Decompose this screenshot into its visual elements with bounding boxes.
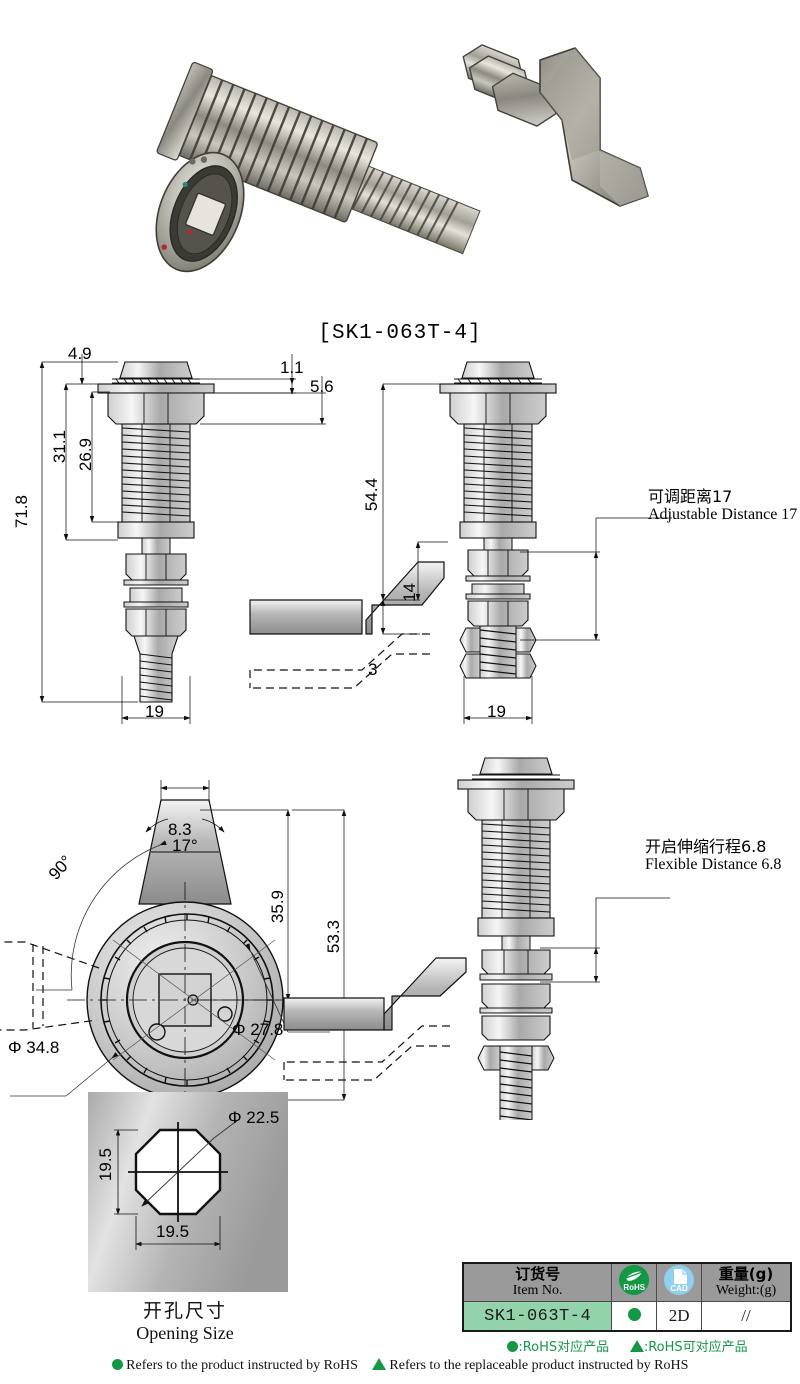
rohs-icon-label: RoHS [623,1283,646,1292]
dim-26-9: 26.9 [76,438,95,472]
rohs-legend-cn: :RoHS对应产品 :RoHS可对应产品 [455,1336,800,1355]
table-row: SK1-063T-4 2D // [462,1301,792,1332]
dim-71-8: 71.8 [12,495,31,529]
legend-cn-dot-text: :RoHS对应产品 [518,1340,610,1355]
adjustable-distance-cn: 可调距离17 [648,487,733,506]
legend-triangle-icon-en [371,1358,386,1370]
product-photo [0,0,800,300]
dim-19-5-v: 19.5 [96,1148,115,1182]
dim-19-5-h: 19.5 [156,1222,190,1241]
legend-en-dot-text: Refers to the product instructed by RoHS [126,1358,358,1373]
legend-en-tri-text: Refers to the replaceable product instru… [389,1358,689,1373]
rohs-icon: RoHS [619,1265,650,1295]
dim-phi-22-5: Φ 22.5 [228,1108,280,1127]
dim-phi-27-8: Φ 27.8 [232,1020,284,1039]
header-cad: CAD [656,1262,702,1302]
legend-dot-icon-en [111,1359,123,1370]
technical-drawings [0,354,672,1120]
cell-item-no: SK1-063T-4 [462,1301,613,1332]
dim-31-1: 31.1 [50,430,69,464]
dim-8-3: 8.3 [168,820,192,839]
dim-1-1: 1.1 [280,358,304,377]
dim-5-6: 5.6 [310,377,334,396]
cell-rohs [611,1301,658,1332]
cell-weight: // [701,1301,792,1332]
flexible-distance-en: Flexible Distance 6.8 [645,855,782,873]
dim-53-3: 53.3 [324,920,343,954]
dim-14: 14 [400,583,419,602]
adjustable-distance-en: Adjustable Distance 17 [648,505,798,523]
rohs-compliant-dot [627,1308,641,1321]
opening-size-caption-cn: 开孔尺寸 [142,1300,227,1322]
cad-icon: CAD [664,1265,695,1295]
header-rohs: RoHS [611,1262,658,1302]
dim-19-front: 19 [145,702,164,721]
dim-35-9: 35.9 [268,890,287,924]
header-item-no-en: Item No. [512,1283,563,1299]
header-weight: 重量(g) Weight:(g) [701,1262,792,1302]
adjustable-distance-annotation: 可调距离17 Adjustable Distance 17 [648,488,797,524]
header-weight-cn: 重量(g) [718,1265,774,1284]
header-item-no-cn: 订货号 [515,1265,561,1284]
dim-19-side: 19 [487,702,506,721]
legend-triangle-icon [629,1340,644,1352]
dim-17-deg: 17° [172,836,198,855]
legend-cn-tri-text: :RoHS可对应产品 [643,1340,748,1355]
dim-3: 3 [368,660,378,679]
table-header-row: 订货号 Item No. RoHS CAD 重量(g) [462,1262,792,1302]
opening-size-caption: 开孔尺寸 Opening Size [60,1296,310,1344]
dim-54-4: 54.4 [362,478,381,512]
specification-table: 订货号 Item No. RoHS CAD 重量(g) [462,1262,792,1332]
rohs-legend-en: Refers to the product instructed by RoHS… [0,1358,800,1374]
part-number-title: [SK1-063T-4] [318,322,482,345]
flexible-distance-cn: 开启伸缩行程6.8 [645,837,767,856]
cell-cad: 2D [656,1301,702,1332]
flexible-distance-annotation: 开启伸缩行程6.8 Flexible Distance 6.8 [645,838,781,874]
opening-size-diagram [88,1092,288,1292]
cad-icon-label: CAD [670,1284,688,1293]
header-item-no: 订货号 Item No. [462,1262,613,1302]
legend-dot-icon [507,1341,519,1352]
opening-size-caption-en: Opening Size [136,1323,234,1343]
header-weight-en: Weight:(g) [715,1283,777,1299]
dim-phi-34-8: Φ 34.8 [8,1038,60,1057]
dim-4-9: 4.9 [68,344,92,363]
